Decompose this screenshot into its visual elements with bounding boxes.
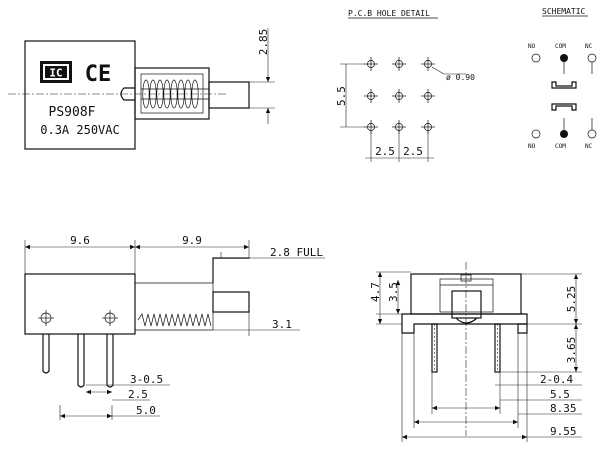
spring-coil — [156, 79, 164, 109]
side-pin — [77, 334, 85, 388]
schematic: SCHEMATIC NO COM NC NO COM NC — [528, 7, 597, 150]
side-body — [24, 273, 136, 335]
schem-top-nc-terminal — [587, 53, 597, 63]
dim-pcb-height: 5.5 — [335, 86, 348, 106]
cert-logo: IC CE — [40, 61, 111, 87]
spring-coil — [142, 79, 150, 109]
schem-top-com-terminal — [560, 54, 568, 62]
model-label: PS908F — [49, 105, 96, 120]
front-shaft — [208, 81, 250, 109]
spring-coil — [170, 79, 178, 109]
dim-5-5: 5.5 — [550, 388, 570, 401]
side-pins — [42, 334, 114, 388]
dim-2-85: 2.85 — [257, 29, 270, 56]
ce-mark-icon: CE — [85, 62, 112, 87]
end-base-left — [401, 313, 528, 334]
pcb-title: P.C.B HOLE DETAIL — [348, 9, 430, 18]
dim-8-35: 8.35 — [550, 402, 577, 415]
dim-hole-dia: ø 0.90 — [446, 73, 475, 82]
spring-coil — [149, 79, 157, 109]
end-slider — [451, 290, 482, 319]
dim-body-length: 9.6 — [70, 234, 90, 247]
schem-top-com: COM — [555, 43, 566, 50]
dim-pins: 3-0.5 — [130, 373, 163, 386]
dim-9-55: 9.55 — [550, 425, 577, 438]
side-spring-zigzag — [137, 313, 212, 327]
side-spring — [137, 313, 212, 327]
dim-3-65: 3.65 — [565, 337, 578, 364]
dim-3-5: 3.5 — [387, 282, 400, 302]
dim-2-0-4: 2-0.4 — [540, 373, 573, 386]
side-view: 9.6 9.9 2.8 FULL 3.1 3-0.5 2.5 — [24, 234, 325, 420]
schem-top-no-terminal — [531, 53, 541, 63]
schem-top-no: NO — [528, 43, 536, 50]
dim-5-25: 5.25 — [565, 286, 578, 313]
schem-bot-nc-terminal — [587, 129, 597, 139]
end-view: 4.7 3.5 5.25 3.65 2-0.4 5.5 8.35 9.55 — [369, 262, 582, 442]
spring-coil — [191, 79, 199, 109]
side-pin — [106, 334, 114, 388]
side-pin — [42, 334, 50, 374]
side-shaft — [212, 291, 250, 313]
schem-bot-no: NO — [528, 143, 536, 150]
end-base-right — [517, 323, 528, 334]
schem-contact-top — [551, 81, 577, 89]
schem-bot-no-terminal — [531, 129, 541, 139]
dim-pcb-pitch-left: 2.5 — [375, 145, 395, 158]
schem-bot-com: COM — [555, 143, 566, 150]
front-view: IC CE PS908F 0.3A 250VAC 2.85 — [8, 28, 275, 150]
schem-top-nc: NC — [585, 43, 593, 50]
spring-coil — [184, 79, 192, 109]
svg-text:IC: IC — [49, 67, 62, 80]
schem-bot-com-terminal — [560, 130, 568, 138]
schem-contact-bottom — [551, 103, 577, 111]
rating-label: 0.3A 250VAC — [40, 123, 119, 137]
front-rear-stub — [120, 87, 135, 101]
spring-coil — [163, 79, 171, 109]
dim-pin-pitch: 2.5 — [128, 388, 148, 401]
end-slider-tip — [455, 317, 478, 324]
schem-bot-nc: NC — [585, 143, 593, 150]
dim-full-stroke: 2.8 FULL — [270, 246, 323, 259]
front-spring — [141, 79, 209, 109]
pcb-holes — [364, 57, 435, 134]
dim-pin-span: 5.0 — [136, 404, 156, 417]
dim-4-7: 4.7 — [369, 282, 382, 302]
schematic-title: SCHEMATIC — [542, 7, 586, 16]
pcb-hole-detail: P.C.B HOLE DETAIL ø 0.90 5.5 2.5 2.5 — [335, 9, 475, 162]
dim-shaft-length: 3.1 — [272, 318, 292, 331]
dim-stroke-length: 9.9 — [182, 234, 202, 247]
dim-pcb-pitch-right: 2.5 — [403, 145, 423, 158]
spring-coil — [177, 79, 185, 109]
